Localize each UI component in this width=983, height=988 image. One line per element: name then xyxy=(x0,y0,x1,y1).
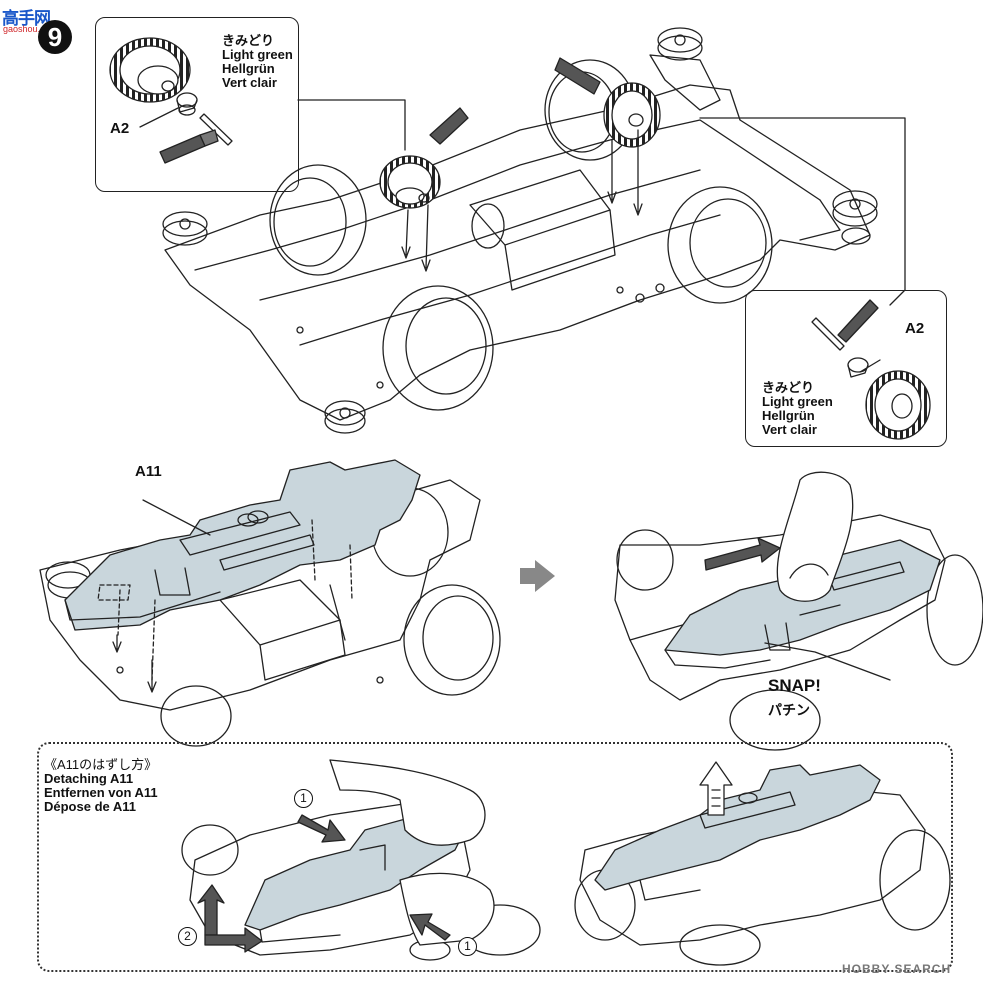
detach-title-jp: 《A11のはずし方》 xyxy=(44,757,158,772)
step-badge: 9 xyxy=(38,20,72,54)
part-label-a2-top: A2 xyxy=(110,120,130,137)
gear-callout-right-labels: きみどり Light green Hellgrün Vert clair xyxy=(762,381,833,437)
callout-gear-top xyxy=(109,37,233,164)
source-watermark: HOBBY SEARCH xyxy=(842,962,952,976)
top-chassis xyxy=(162,27,878,434)
finger-press xyxy=(776,471,854,602)
color-fr: Vert clair xyxy=(762,422,817,437)
detach-frame xyxy=(37,742,953,972)
snap-label: SNAP! パチン xyxy=(768,676,821,720)
chassis-gear-front xyxy=(379,155,441,209)
detach-title: 《A11のはずし方》 Detaching A11 Entfernen von A… xyxy=(44,758,158,814)
part-label-a2-right: A2 xyxy=(905,320,925,337)
detach-title-en: Detaching A11 xyxy=(44,771,134,786)
watermark-logo: 高手网 xyxy=(2,9,51,28)
next-arrow xyxy=(520,560,555,592)
detach-title-fr: Dépose de A11 xyxy=(44,799,137,814)
detach-title-de: Entfernen von A11 xyxy=(44,785,158,800)
gear-callout-top-box xyxy=(95,17,299,192)
color-jp: きみどり xyxy=(762,380,815,395)
part-label-a11: A11 xyxy=(135,463,162,480)
color-en: Light green xyxy=(222,47,293,62)
detach-step-1: 1 xyxy=(294,789,313,808)
callout-gear-right xyxy=(811,299,931,440)
lift-arrow-l xyxy=(197,884,263,953)
gear-callout-top-labels: きみどり Light green Hellgrün Vert clair xyxy=(222,34,293,90)
detach-step-1b: 1 xyxy=(458,937,477,956)
color-en: Light green xyxy=(762,394,833,409)
detach-step-2: 2 xyxy=(178,927,197,946)
color-jp: きみどり xyxy=(222,33,275,48)
snap-jp: パチン xyxy=(768,702,810,718)
chassis-gear-rear xyxy=(603,82,661,148)
color-fr: Vert clair xyxy=(222,75,277,90)
gear-callout-right-box xyxy=(745,290,947,447)
color-de: Hellgrün xyxy=(762,408,815,423)
cover-a11-lifted xyxy=(594,764,881,901)
color-de: Hellgrün xyxy=(222,61,275,76)
watermark-subtext: gaoshou.com xyxy=(3,24,58,34)
cover-a11-top xyxy=(64,459,421,631)
snap-en: SNAP! xyxy=(768,676,821,695)
up-arrow xyxy=(699,761,733,816)
